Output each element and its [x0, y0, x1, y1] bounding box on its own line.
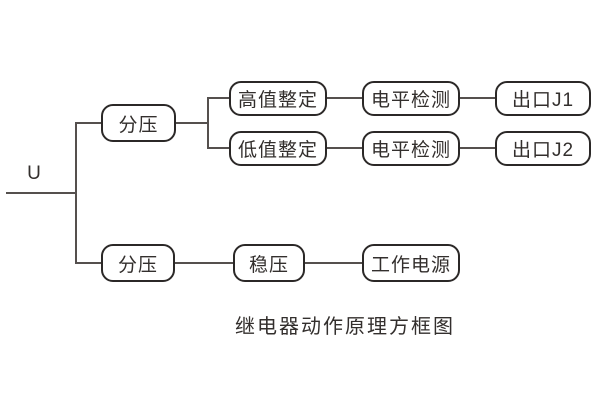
connector-level1-to-j1 [460, 97, 495, 99]
node-voltage-divider-1: 分压 [101, 104, 176, 142]
node-level-detect-2: 电平检测 [362, 131, 460, 166]
connector-high-to-level1 [327, 97, 362, 99]
connector-trunk-vertical [75, 122, 77, 264]
node-high-value-setting: 高值整定 [229, 81, 327, 116]
node-low-value-setting: 低值整定 [229, 131, 327, 166]
node-output-j1: 出口J1 [495, 81, 591, 116]
input-voltage-label: U [27, 163, 41, 184]
connector-divider1-to-split [176, 122, 209, 124]
diagram-caption: 继电器动作原理方框图 [235, 316, 455, 338]
connector-low-to-level2 [327, 147, 362, 149]
connector-regulator-to-power [305, 262, 362, 264]
connector-split-vertical [207, 97, 209, 149]
connector-trunk-to-divider-2 [75, 262, 101, 264]
connector-split-to-high [207, 97, 229, 99]
node-voltage-regulator: 稳压 [233, 244, 305, 282]
node-level-detect-1: 电平检测 [362, 81, 460, 116]
node-working-power: 工作电源 [362, 244, 460, 282]
node-output-j2: 出口J2 [495, 131, 591, 166]
connector-trunk-to-divider-1 [75, 122, 101, 124]
node-voltage-divider-2: 分压 [101, 244, 175, 282]
connector-u-input [6, 192, 76, 194]
connector-divider2-to-regulator [175, 262, 233, 264]
connector-level2-to-j2 [460, 147, 495, 149]
connector-split-to-low [207, 147, 229, 149]
